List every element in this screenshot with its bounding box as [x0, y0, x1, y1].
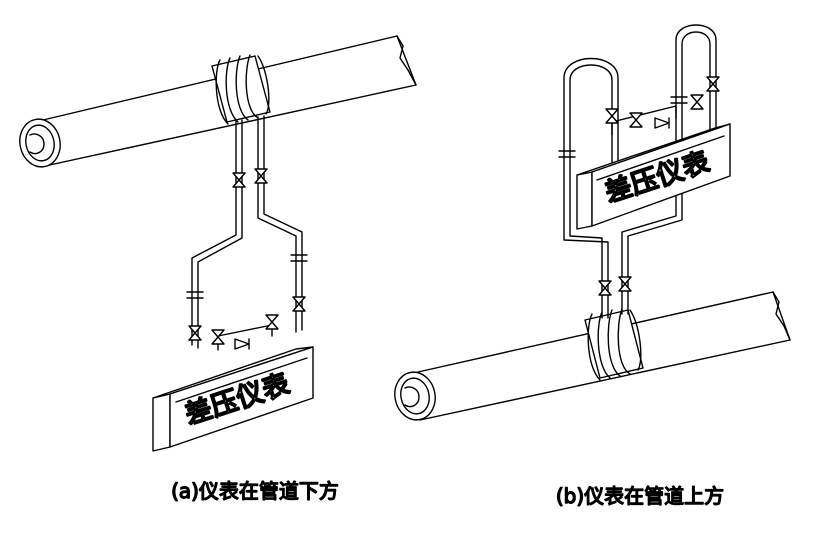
left-meter-box: [152, 346, 314, 452]
right-valve-5: [629, 112, 643, 128]
left-pipe: [19, 35, 417, 168]
right-valve-3: [605, 108, 619, 124]
left-valve-3: [188, 325, 202, 341]
left-valve-2: [254, 168, 268, 184]
left-check-valve: [234, 338, 250, 350]
left-union-2: [290, 254, 308, 262]
left-flange: [211, 54, 271, 125]
right-valve-2: [618, 276, 632, 292]
left-valve-4: [292, 296, 306, 312]
right-check-valve: [654, 117, 670, 129]
left-valve-5: [211, 329, 225, 345]
left-diagram: 差压仪表 (a)仪表在管道下方: [19, 35, 417, 504]
left-valve-6: [265, 314, 279, 330]
left-union-1: [186, 291, 204, 299]
right-diagram: 差压仪表 (b)仪表在管道上方: [394, 24, 791, 509]
left-valve-group: [186, 168, 308, 350]
left-valve-1: [232, 172, 246, 188]
right-union-2: [670, 96, 688, 104]
right-union-1: [558, 150, 576, 158]
right-valve-6: [690, 94, 704, 110]
right-caption: (b)仪表在管道上方: [556, 484, 724, 508]
right-meter-box: [576, 123, 731, 230]
left-caption: (a)仪表在管道下方: [171, 479, 339, 503]
right-valve-4: [706, 76, 720, 92]
right-valve-1: [598, 280, 612, 296]
left-impulse-lines: [191, 115, 303, 351]
right-flange: [584, 308, 644, 381]
